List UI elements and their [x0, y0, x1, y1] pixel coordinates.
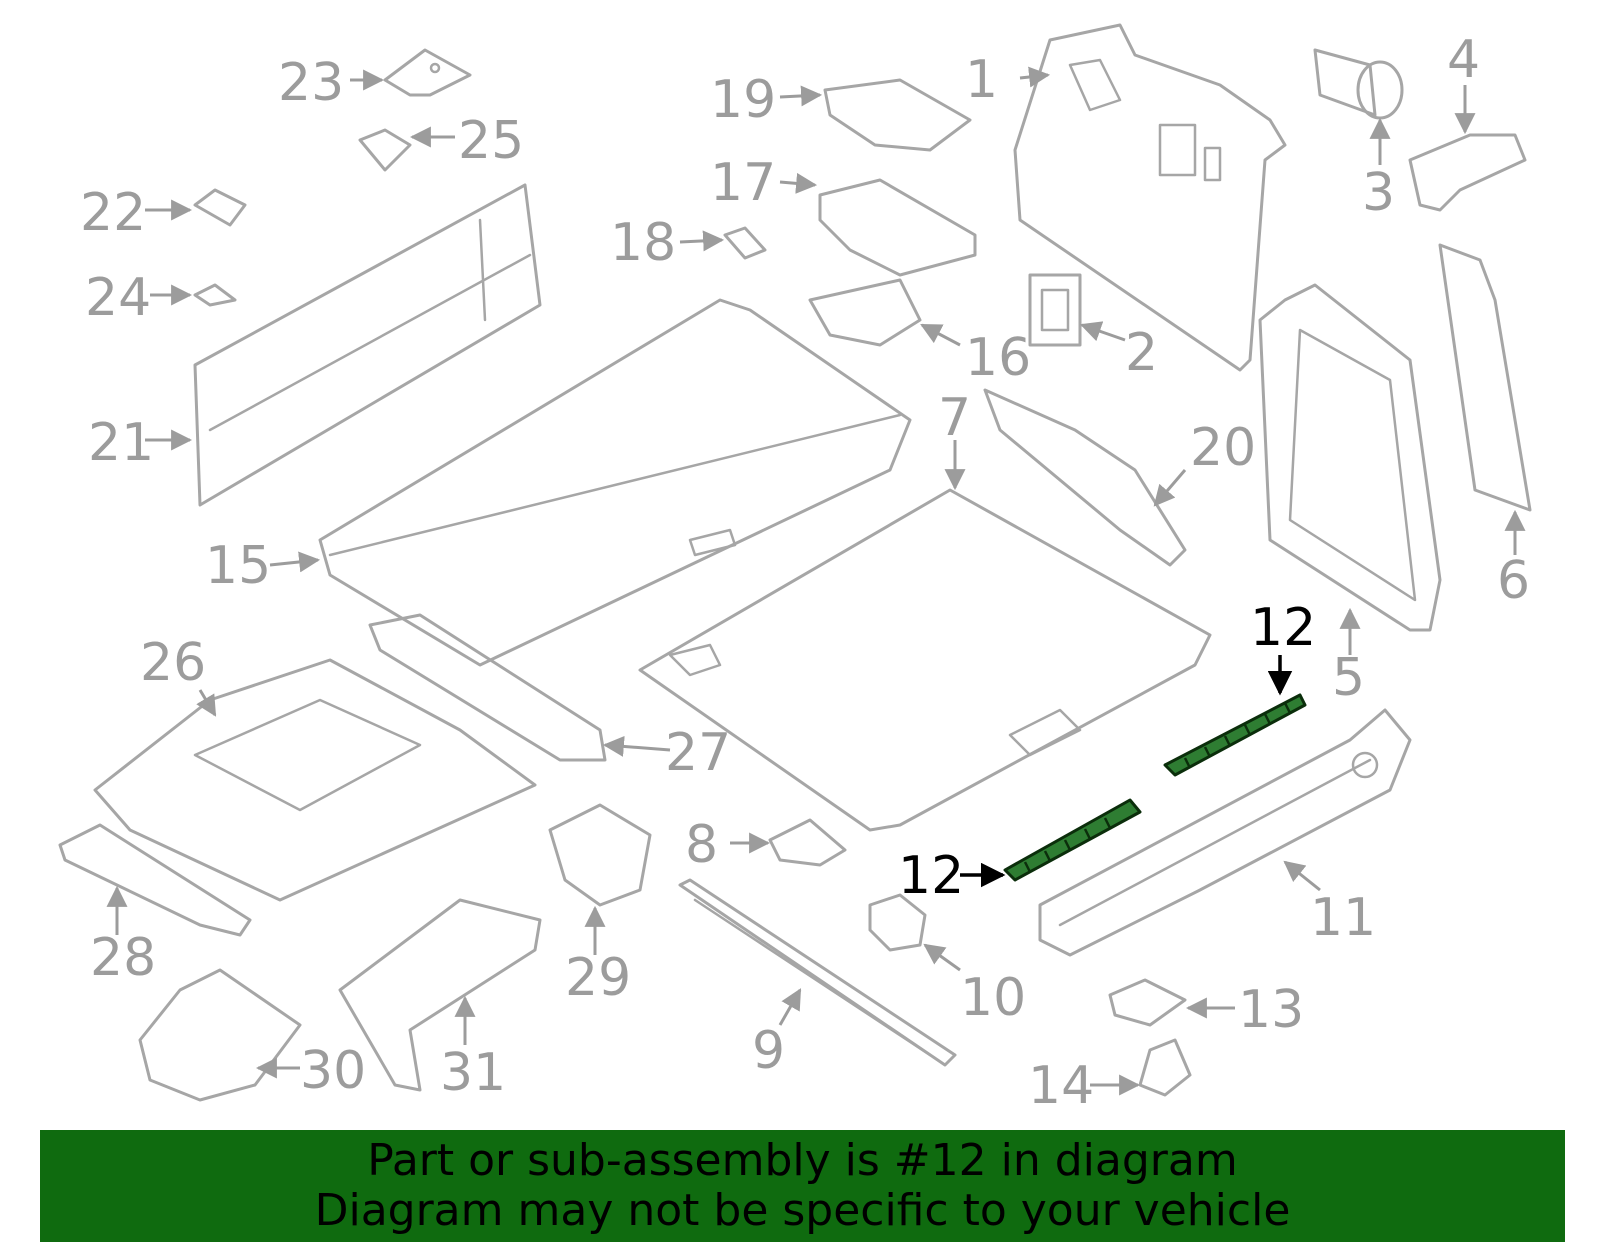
- callout-2[interactable]: 2: [1125, 323, 1158, 383]
- part-12-scuff-plate-a[interactable]: [1163, 693, 1307, 777]
- callout-29[interactable]: 29: [565, 948, 631, 1008]
- part-29-box[interactable]: [548, 803, 652, 907]
- callout-12-lower[interactable]: 12: [898, 846, 964, 906]
- callout-15[interactable]: 15: [205, 536, 271, 596]
- part-6-trim-strip[interactable]: [1438, 243, 1532, 512]
- callout-5[interactable]: 5: [1332, 648, 1365, 708]
- part-10-latch[interactable]: [868, 893, 927, 952]
- callout-18[interactable]: 18: [610, 213, 676, 273]
- callout-10[interactable]: 10: [960, 968, 1026, 1028]
- callout-19[interactable]: 19: [710, 70, 776, 130]
- part-23-bracket[interactable]: [383, 48, 472, 97]
- callout-22[interactable]: 22: [80, 183, 146, 243]
- part-16-bracket[interactable]: [808, 278, 922, 347]
- part-19-tray[interactable]: [823, 78, 972, 152]
- callout-3[interactable]: 3: [1362, 163, 1395, 223]
- callout-13[interactable]: 13: [1238, 980, 1304, 1040]
- info-banner: Part or sub-assembly is #12 in diagram D…: [40, 1130, 1565, 1242]
- callout-12-upper[interactable]: 12: [1250, 598, 1316, 658]
- callout-8[interactable]: 8: [685, 815, 718, 875]
- part-20-rail-bracket[interactable]: [983, 388, 1187, 567]
- callout-30[interactable]: 30: [300, 1041, 366, 1101]
- callout-26[interactable]: 26: [140, 633, 206, 693]
- callout-31[interactable]: 31: [440, 1043, 506, 1103]
- callout-23[interactable]: 23: [278, 53, 344, 113]
- part-13-cover[interactable]: [1108, 978, 1187, 1027]
- callout-28[interactable]: 28: [90, 928, 156, 988]
- part-9-rail[interactable]: [678, 878, 957, 1067]
- callout-20[interactable]: 20: [1190, 418, 1256, 478]
- callout-4[interactable]: 4: [1447, 30, 1480, 90]
- callout-9[interactable]: 9: [752, 1021, 785, 1081]
- part-25-cap[interactable]: [358, 128, 412, 172]
- callout-1[interactable]: 1: [965, 50, 998, 110]
- callout-16[interactable]: 16: [965, 328, 1031, 388]
- callout-labels: 1 2 3 4 5 6 7 8 9 10 11 12 12 13 14 15 1…: [80, 30, 1530, 1116]
- callout-14[interactable]: 14: [1028, 1056, 1094, 1116]
- part-3-socket[interactable]: [1313, 48, 1404, 120]
- part-22-clip[interactable]: [193, 188, 247, 227]
- part-18-button[interactable]: [723, 226, 767, 260]
- part-8-clip[interactable]: [768, 818, 847, 867]
- part-26-storage-tub[interactable]: [93, 658, 537, 902]
- callout-6[interactable]: 6: [1497, 551, 1530, 611]
- callout-24[interactable]: 24: [85, 268, 151, 328]
- part-11-sill-panel[interactable]: [1038, 708, 1412, 957]
- part-17-console[interactable]: [818, 178, 977, 277]
- callout-25[interactable]: 25: [458, 111, 524, 171]
- part-12-scuff-plate-b[interactable]: [1003, 798, 1142, 882]
- part-28-rail[interactable]: [58, 823, 252, 937]
- leader-lines: [106, 66, 1526, 1096]
- part-21-partition[interactable]: [193, 183, 542, 507]
- part-15-cargo-cover[interactable]: [318, 298, 912, 667]
- part-30-bin[interactable]: [138, 968, 302, 1102]
- part-24-clip[interactable]: [193, 283, 237, 307]
- part-14-hook[interactable]: [1138, 1038, 1192, 1097]
- part-31-bracket[interactable]: [338, 898, 542, 1092]
- callout-7[interactable]: 7: [938, 388, 971, 448]
- banner-line-1: Part or sub-assembly is #12 in diagram: [367, 1135, 1238, 1186]
- part-5-pocket-panel[interactable]: [1258, 283, 1442, 632]
- part-27-bracket[interactable]: [368, 613, 607, 762]
- callout-21[interactable]: 21: [88, 413, 154, 473]
- callout-27[interactable]: 27: [665, 723, 731, 783]
- part-4-bracket[interactable]: [1408, 133, 1527, 212]
- callout-17[interactable]: 17: [710, 153, 776, 213]
- part-2-cap[interactable]: [1028, 273, 1082, 347]
- part-1-side-trim-panel[interactable]: [1013, 23, 1287, 372]
- callout-11[interactable]: 11: [1310, 888, 1376, 948]
- banner-line-2: Diagram may not be specific to your vehi…: [314, 1185, 1291, 1236]
